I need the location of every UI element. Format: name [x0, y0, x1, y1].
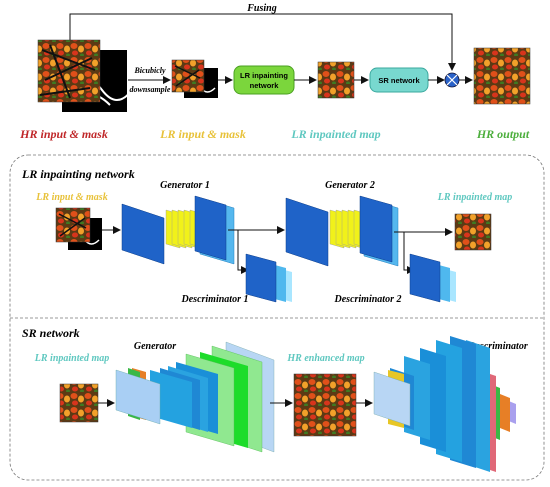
- discriminator-1: [245, 253, 292, 303]
- sr-panel-input-label: LR inpainted map: [34, 353, 109, 364]
- gen2-decoder-block: [359, 195, 393, 263]
- fusing-label: Fusing: [246, 3, 276, 14]
- hr-input-image: [37, 39, 133, 112]
- arrow-to-disc1: [228, 229, 249, 274]
- lr-map-caption: LR inpainted map: [290, 127, 380, 141]
- top-pipeline: Fusing Bicubicly downsample LR inpaintin…: [19, 3, 531, 141]
- lr-panel-output-label: LR inpainted map: [437, 192, 512, 203]
- lr-inpainting-panel: LR inpainting network LR input & mask Ge…: [21, 167, 512, 305]
- detail-panel-border: [9, 154, 545, 481]
- disc2-label: Descriminator 2: [334, 294, 402, 305]
- hr-output-caption: HR output: [476, 127, 530, 141]
- downsample-label-2: downsample: [130, 85, 171, 94]
- gen2-encoder-block: [285, 197, 329, 267]
- fusing-connector: [69, 13, 456, 71]
- lr-input-caption: LR input & mask: [159, 127, 246, 141]
- lr-panel-input-label: LR input & mask: [35, 192, 107, 203]
- generator-2: [285, 195, 399, 267]
- discriminator-2: [409, 253, 456, 303]
- hr-input-caption: HR input & mask: [19, 127, 108, 141]
- sr-panel-input-image: [59, 383, 99, 423]
- arrow-to-disc2: [394, 231, 415, 274]
- gen1-encoder-block: [121, 203, 165, 265]
- enhanced-map-image: [293, 373, 357, 437]
- lr-panel-output-image: [454, 213, 492, 251]
- generator-1: [121, 195, 235, 265]
- gen1-decoder-block: [194, 195, 227, 261]
- sr-generator-label: Generator: [134, 341, 176, 352]
- lr-input-image: [171, 59, 218, 98]
- gen2-label: Generator 2: [325, 180, 375, 191]
- lr-inpainted-map-image: [317, 61, 355, 99]
- enhanced-map-label: HR enhanced map: [286, 353, 364, 364]
- lr-net-label-1: LR inpainting: [240, 71, 288, 80]
- disc1-label: Descriminator 1: [181, 294, 249, 305]
- lr-panel-input-image: [55, 207, 102, 250]
- lr-panel-title: LR inpainting network: [21, 167, 135, 181]
- sr-discriminator: [373, 336, 516, 472]
- lr-net-label-2: network: [250, 81, 280, 90]
- hr-output-image: [473, 47, 531, 105]
- sr-generator: [115, 341, 275, 453]
- sr-panel: SR network LR inpainted map Generator HR…: [22, 326, 528, 472]
- gen1-label: Generator 1: [160, 180, 210, 191]
- downsample-label-1: Bicubicly: [133, 66, 166, 75]
- sr-net-label: SR network: [378, 76, 420, 85]
- sr-discriminator-label: Descriminator: [467, 341, 528, 352]
- sr-panel-title: SR network: [22, 326, 80, 340]
